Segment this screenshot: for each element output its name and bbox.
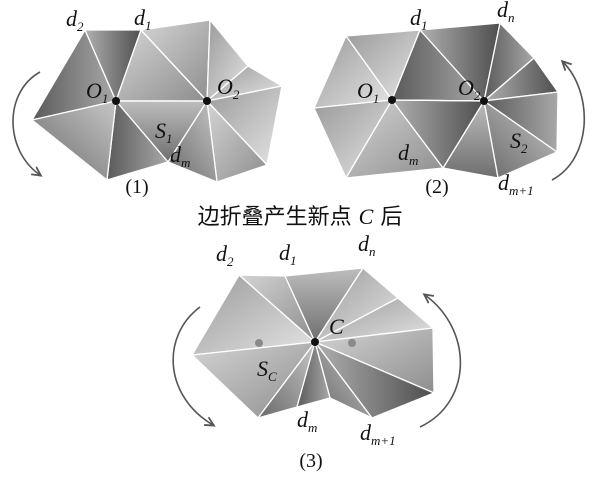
label-d1: d1 xyxy=(410,5,428,33)
label-o1: O1 xyxy=(86,78,108,106)
label-dm: dm xyxy=(398,140,418,168)
mesh-face xyxy=(345,99,444,179)
label-dm1: dm+1 xyxy=(498,170,534,198)
label-o2: O2 xyxy=(458,75,481,103)
label-dm1: dm+1 xyxy=(360,420,396,448)
label-dn: dn xyxy=(497,0,515,25)
label-d1: d1 xyxy=(279,240,297,268)
rotation-arrow-left xyxy=(172,306,213,425)
ghost-vertex-o1 xyxy=(255,339,263,347)
label-dm: dm xyxy=(297,407,317,435)
label-o2: O2 xyxy=(217,74,240,102)
mesh-face xyxy=(296,341,331,408)
figure-title: 边折叠产生新点 C 后 xyxy=(198,204,403,230)
label-o1: O1 xyxy=(357,78,379,106)
label-d2: d2 xyxy=(66,6,84,34)
vertex-c xyxy=(311,338,319,346)
mesh-panel-1 xyxy=(31,19,283,183)
label-d1: d1 xyxy=(134,5,152,33)
label-sc: SC xyxy=(257,356,277,384)
collapse-edge xyxy=(391,99,485,102)
mesh-panel-2 xyxy=(313,22,559,179)
label-s2: S2 xyxy=(510,128,528,156)
rotation-arrow-right xyxy=(551,62,586,181)
caption-panel-2: (2) xyxy=(425,176,448,198)
mesh-panel-3 xyxy=(191,267,435,419)
label-c: C xyxy=(329,314,344,339)
panel-1: d2 d1 O1 O2 S1 dm (1) xyxy=(12,5,283,198)
vertex-o1 xyxy=(112,97,120,105)
panel-2: d1 dn O1 O2 dm S2 dm+1 (2) xyxy=(313,0,586,198)
label-s1: S1 xyxy=(155,118,173,146)
vertex-o2 xyxy=(203,97,211,105)
mesh-face xyxy=(31,100,117,181)
label-dn: dn xyxy=(358,231,376,259)
caption-panel-3: (3) xyxy=(299,450,322,472)
label-dm: dm xyxy=(170,142,190,170)
rotation-arrow-left xyxy=(12,71,40,175)
rotation-arrow-right xyxy=(419,295,462,428)
caption-panel-1: (1) xyxy=(125,176,148,198)
vertex-o1 xyxy=(388,96,396,104)
vertex-o2 xyxy=(480,97,488,105)
panel-3: d2 d1 dn C SC dm dm+1 (3) xyxy=(172,231,462,472)
ghost-vertex-o2 xyxy=(348,339,356,347)
label-d2: d2 xyxy=(216,241,234,269)
